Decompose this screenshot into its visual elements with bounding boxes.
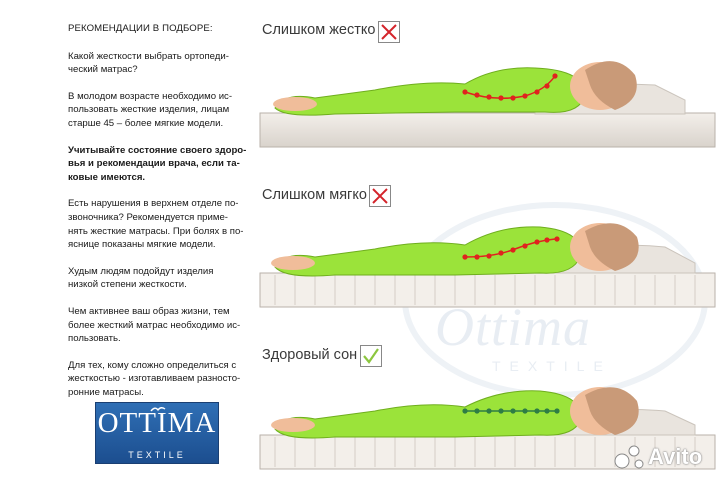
avito-logo-icon [614, 445, 644, 469]
section-title-healthy-sleep: Здоровый сон [262, 347, 358, 363]
bird-icon [150, 407, 166, 412]
recommendations-heading: РЕКОМЕНДАЦИИ В ПОДБОРЕ: [68, 23, 213, 34]
scene-too-hard [259, 61, 716, 148]
avito-text: Avito [648, 444, 703, 469]
spine [462, 408, 560, 414]
ottima-logo: OTTIMA TEXTILE [95, 402, 219, 464]
paragraph-1: Какой жесткости выбрать ортопеди- ческий… [68, 50, 229, 76]
paragraph-3: Учитывайте состояние своего здоро- вья и… [68, 144, 247, 183]
recommendations-panel: РЕКОМЕНДАЦИИ В ПОДБОРЕ: Какой жесткости … [68, 22, 258, 412]
watermark-subtext: TEXTILE [492, 358, 612, 374]
scene-too-soft [259, 223, 716, 308]
paragraph-5: Худым людям подойдут изделия низкой степ… [68, 265, 214, 291]
paragraph-6: Чем активнее ваш образ жизни, тем более … [68, 305, 241, 345]
cross-icon [378, 21, 400, 43]
logo-brand: OTTIMA [97, 407, 217, 439]
paragraph-7: Для тех, кому сложно определиться с жест… [68, 359, 241, 398]
logo-sub: TEXTILE [128, 450, 186, 460]
spine [462, 73, 558, 101]
paragraph-2: В молодом возрасте необходимо ис- пользо… [68, 90, 233, 129]
spine [462, 236, 560, 260]
section-title-too-soft: Слишком мягко [262, 187, 367, 203]
cross-icon [369, 185, 391, 207]
paragraph-4: Есть нарушения в верхнем отделе по- звон… [68, 198, 244, 251]
check-icon [360, 345, 382, 367]
section-title-too-hard: Слишком жестко [262, 22, 376, 38]
